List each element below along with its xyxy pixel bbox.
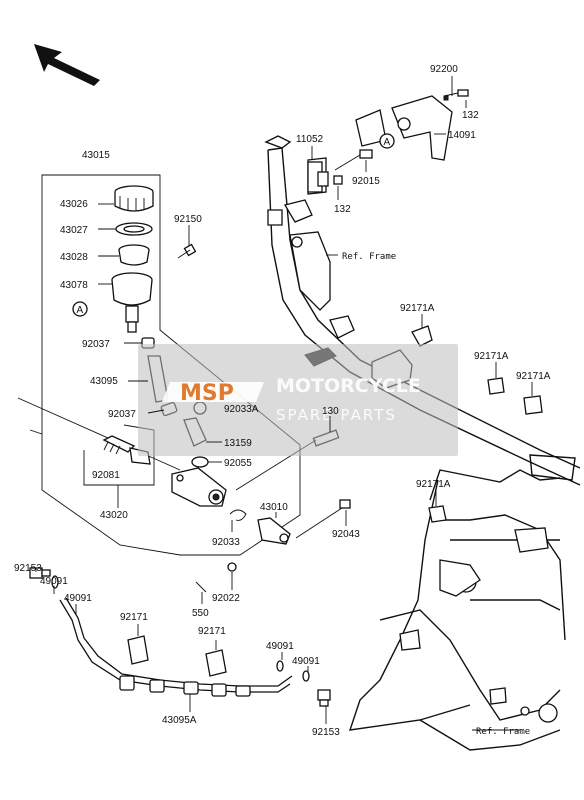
part-label: 550 — [192, 608, 209, 619]
pin-92015 — [334, 149, 373, 171]
clip-92200 — [443, 95, 449, 101]
banjo-bolt-right — [317, 689, 331, 707]
part-label: 14091 — [448, 130, 476, 141]
part-label: 92171A — [400, 303, 435, 314]
part-label: 49091 — [64, 593, 92, 604]
part-label: 132 — [462, 110, 479, 121]
part-label: 43026 — [60, 199, 88, 210]
clamp-92171-right — [205, 649, 227, 677]
part-label: 92037 — [108, 409, 136, 420]
svg-text:A: A — [384, 137, 391, 148]
part-label: 92043 — [332, 529, 360, 540]
direction-arrow-icon — [34, 44, 100, 86]
part-labels: 43015 43026 43027 43028 43078 92150 9203… — [14, 64, 551, 738]
part-label: 92200 — [430, 64, 458, 75]
part-label: 92153 — [14, 563, 42, 574]
watermark-line1: MOTORCYCLE — [276, 375, 421, 397]
part-label: 92150 — [174, 214, 202, 225]
part-label: 49091 — [40, 576, 68, 587]
watermark-logo: MSP — [180, 381, 234, 406]
part-label: 43095A — [162, 715, 197, 726]
washer-92022 — [227, 562, 237, 572]
bolt-92150 — [177, 243, 197, 259]
clamp-92171-left — [127, 635, 149, 665]
ref-frame-bottom: Ref. Frame — [476, 727, 530, 737]
part-label: 13159 — [224, 438, 252, 449]
marker-a-right: A — [379, 133, 395, 149]
part-label: 43027 — [60, 225, 88, 236]
part-label: 43020 — [100, 510, 128, 521]
reservoir-diaphragm — [118, 244, 150, 266]
ref-frame-top: Ref. Frame — [342, 252, 396, 262]
part-label: 92022 — [212, 593, 240, 604]
part-label: 92033A — [224, 404, 259, 415]
reservoir-plate — [115, 222, 153, 236]
part-label: 92171A — [516, 371, 551, 382]
group-43015-box — [41, 174, 301, 556]
part-label: 92171A — [474, 351, 509, 362]
part-label: 92171A — [416, 479, 451, 490]
pin-92043 — [295, 499, 351, 539]
part-label: 92037 — [82, 339, 110, 350]
part-label: 92081 — [92, 470, 120, 481]
part-label: 92153 — [312, 727, 340, 738]
part-label: 92033 — [212, 537, 240, 548]
part-label: 92015 — [352, 176, 380, 187]
part-label: 49091 — [292, 656, 320, 667]
reservoir-cap — [114, 185, 154, 212]
part-label: 43078 — [60, 280, 88, 291]
master-cylinder-body — [171, 467, 227, 507]
oring-92055 — [191, 456, 209, 468]
part-label: 11052 — [296, 134, 324, 145]
part-label: 92171 — [198, 626, 226, 637]
marker-a-left: A — [72, 301, 88, 317]
washers-right — [276, 660, 310, 682]
svg-text:A: A — [77, 305, 84, 316]
cotter-pin-550 — [195, 581, 207, 593]
watermark-line2: SPARE PARTS — [276, 406, 397, 424]
brake-hose-43095A — [59, 597, 293, 697]
part-label: 43095 — [90, 376, 118, 387]
circlip-92033 — [229, 509, 247, 521]
part-label: 43028 — [60, 252, 88, 263]
part-label: 43015 — [82, 150, 110, 161]
watermark: MSP MOTORCYCLE SPARE PARTS — [138, 344, 458, 456]
part-label: 49091 — [266, 641, 294, 652]
part-label: 92171 — [120, 612, 148, 623]
part-label: 132 — [334, 204, 351, 215]
bolt-132-mid — [333, 175, 343, 185]
push-rod-43010 — [257, 517, 291, 545]
leader-lines — [35, 76, 533, 731]
part-label: 130 — [322, 406, 339, 417]
reservoir — [111, 272, 153, 333]
part-label: 92055 — [224, 458, 252, 469]
part-label: 43010 — [260, 502, 288, 513]
bolt-132-top — [443, 89, 469, 97]
bracket-11052 — [307, 161, 329, 193]
